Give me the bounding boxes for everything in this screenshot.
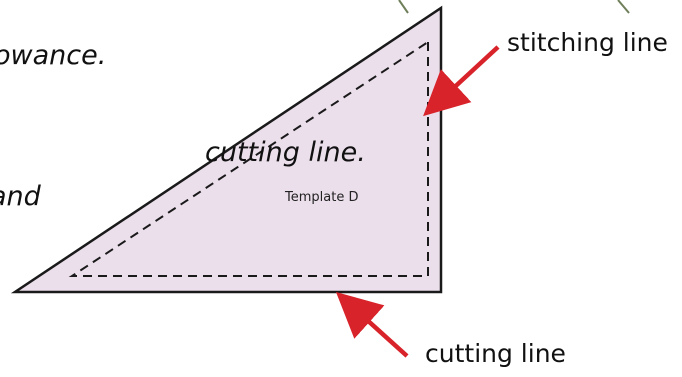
stitching-line-label: stitching line bbox=[507, 28, 668, 57]
instruction-line-3: and bbox=[0, 181, 42, 212]
leaf-decoration-left bbox=[398, 0, 409, 14]
cutting-arrow bbox=[335, 291, 409, 358]
instruction-line-1: owance. bbox=[0, 40, 106, 71]
stitching-arrow bbox=[423, 45, 500, 117]
stitching-line bbox=[68, 41, 429, 277]
leaf-decoration-right bbox=[617, 0, 630, 14]
cutting-line-label: cutting line bbox=[425, 339, 566, 368]
template-triangle bbox=[10, 5, 443, 294]
instruction-line-2: cutting line. bbox=[205, 137, 366, 168]
template-name-label: Template D bbox=[284, 190, 358, 205]
